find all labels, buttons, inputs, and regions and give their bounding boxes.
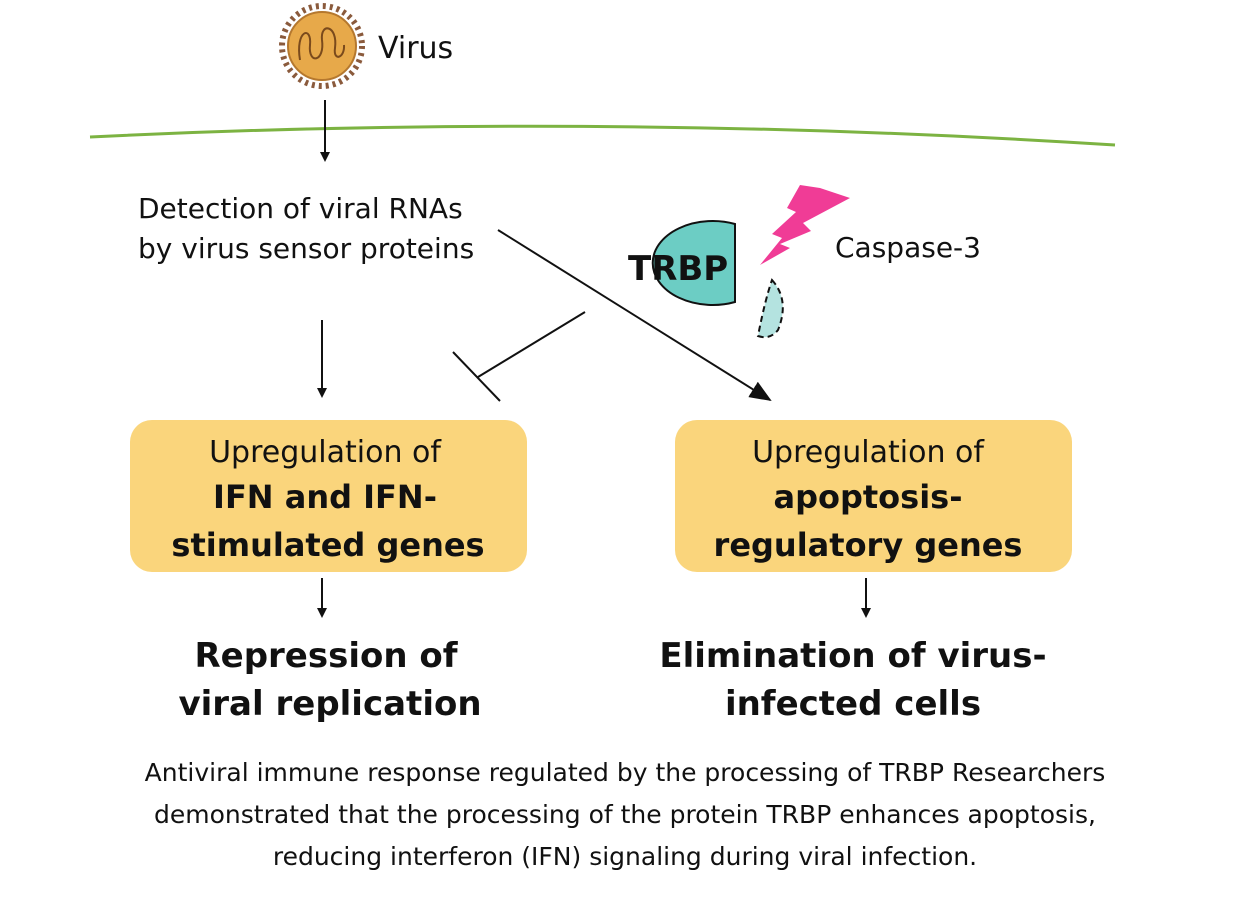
apoptosis-box-line1: Upregulation of xyxy=(752,435,985,470)
detection-line1: Detection of viral RNAs xyxy=(138,192,463,225)
virus-label: Virus xyxy=(378,31,453,66)
detection-line2: by virus sensor proteins xyxy=(138,232,474,265)
caption-line3: reducing interferon (IFN) signaling duri… xyxy=(272,842,978,871)
caspase-label: Caspase-3 xyxy=(835,231,981,264)
arrow-detection-to-apoptosis xyxy=(497,229,772,402)
elimination-line1: Elimination of virus- xyxy=(659,636,1046,676)
caption-line1: Antiviral immune response regulated by t… xyxy=(144,758,1106,787)
apoptosis-box xyxy=(675,420,1072,572)
apoptosis-box-line3: regulatory genes xyxy=(714,526,1023,564)
repression-line1: Repression of xyxy=(194,636,458,676)
repression-line2: viral replication xyxy=(178,684,481,724)
elimination-line2: infected cells xyxy=(725,684,981,724)
ifn-box-line2: IFN and IFN- xyxy=(213,478,437,516)
lightning-bolt-icon xyxy=(760,185,850,265)
ifn-box-line3: stimulated genes xyxy=(171,526,484,564)
apoptosis-box-line2: apoptosis- xyxy=(773,478,962,516)
cell-membrane xyxy=(89,124,1116,147)
virus-icon xyxy=(279,3,365,89)
trbp-protein-icon xyxy=(651,220,736,306)
cleaved-fragment-icon xyxy=(756,278,784,339)
ifn-box-line1: Upregulation of xyxy=(209,435,442,470)
trbp-label: TRBP xyxy=(628,249,728,289)
inhibition-line xyxy=(452,311,586,402)
ifn-box xyxy=(130,420,527,572)
caption-line2: demonstrated that the processing of the … xyxy=(154,800,1096,829)
figure-caption: Antiviral immune response regulated by t… xyxy=(0,752,1250,878)
